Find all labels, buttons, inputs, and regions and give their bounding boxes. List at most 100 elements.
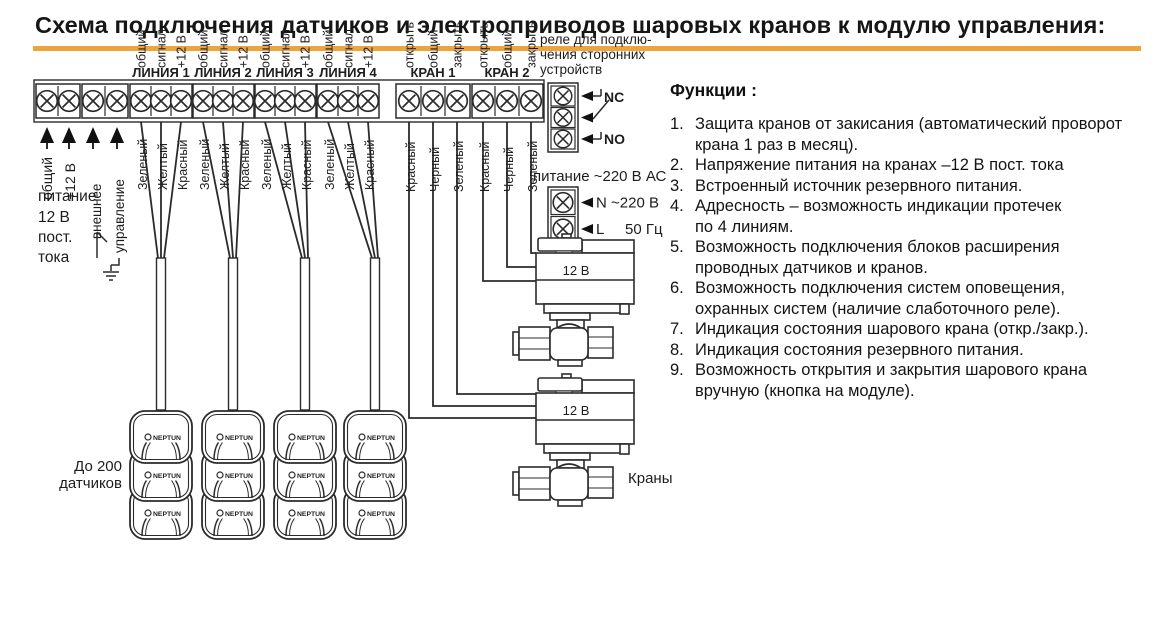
function-item: 4.Адресность – возможность индикации про… <box>670 196 1162 237</box>
group-label-line2: ЛИНИЯ 2 <box>194 65 251 80</box>
wire-label: Желтый <box>280 143 294 190</box>
left-label-common: общий <box>39 157 55 200</box>
kran-wires <box>408 122 536 419</box>
terminal-label: сигнал <box>279 29 293 68</box>
function-item: 9. Возможность открытия и закрытия шарово… <box>670 360 1162 401</box>
terminal-label: сигнал <box>217 29 231 68</box>
sensor-count-line2: датчиков <box>59 475 122 492</box>
terminal-label: +12 В <box>299 35 313 68</box>
function-item: 7. Индикация состояния шарового крана (от… <box>670 319 1162 340</box>
wire-label: Зеленый <box>260 139 274 190</box>
title-underline <box>33 46 1141 51</box>
mains-block: питание ~220 В АС N ~220 В L 50 Гц <box>533 168 667 244</box>
switch-symbol <box>96 231 120 281</box>
mains-caption: питание ~220 В АС <box>533 168 667 185</box>
sensor-logo: NEPTUN <box>367 511 395 518</box>
terminal-label: общий <box>259 30 273 68</box>
terminal-label: сигнал <box>155 29 169 68</box>
terminal-label: общий <box>135 30 149 68</box>
sensor-stack-3: NEPTUN NEPTUN NEPTUN <box>273 410 337 540</box>
terminal-label: +12 В <box>175 35 189 68</box>
mains-l-label: L <box>596 221 604 238</box>
mains-hz-label: 50 Гц <box>625 221 663 238</box>
sensor-logo: NEPTUN <box>367 435 395 442</box>
sensor-logo: NEPTUN <box>225 511 253 518</box>
function-item: 2.Напряжение питания на кранах –12 В пос… <box>670 155 1162 176</box>
page-title: Схема подключения датчиков и электроприв… <box>35 12 1106 38</box>
sensor-logo: NEPTUN <box>297 435 325 442</box>
wire-label: Желтый <box>218 143 232 190</box>
valve-voltage-label: 12 В <box>563 263 590 278</box>
sensor-logo: NEPTUN <box>225 473 253 480</box>
function-item-number: 5. <box>670 238 684 256</box>
function-item-text: Защита кранов от закисания (автоматическ… <box>695 115 1123 154</box>
wire-color-labels: Зеленый Желтый Красный Зеленый Желтый Кр… <box>136 139 540 192</box>
group-label-kran1: КРАН 1 <box>410 65 455 80</box>
sensor-logo: NEPTUN <box>367 473 395 480</box>
terminal-label: открыть <box>403 22 417 68</box>
relay-contacts: NC NO <box>581 89 625 147</box>
function-item-number: 6. <box>670 279 684 297</box>
power-input-12v: общий +12 В питание 12 В пост. тока <box>38 127 124 266</box>
sensor-logo: NEPTUN <box>153 473 181 480</box>
function-item-number: 9. <box>670 361 684 379</box>
left-label-12v: +12 В <box>62 163 78 200</box>
wire-label: Зеленый <box>323 139 337 190</box>
sensor-logo: NEPTUN <box>297 473 325 480</box>
wire-label: Красный <box>478 142 492 192</box>
external-label-2: управление <box>112 179 127 253</box>
function-item-number: 4. <box>670 197 684 215</box>
sensor-cables <box>155 257 381 411</box>
wire-label: Красный <box>404 142 418 192</box>
group-label-line3: ЛИНИЯ 3 <box>256 65 313 80</box>
relay-no-label: NO <box>604 131 625 147</box>
functions-panel: Функции : 1.Защита кранов от закисания (… <box>670 80 1162 401</box>
function-item-number: 3. <box>670 176 684 195</box>
function-item-number: 8. <box>670 340 684 359</box>
terminal-label: +12 В <box>362 35 376 68</box>
terminal-label: закрыть <box>525 22 539 68</box>
wire-label: Желтый <box>156 143 170 190</box>
function-item: 6. Возможность подключения систем оповеще… <box>670 278 1162 319</box>
group-label-line1: ЛИНИЯ 1 <box>132 65 189 80</box>
sensor-logo: NEPTUN <box>225 435 253 442</box>
function-item-text: Возможность подключения систем оповещени… <box>695 279 1065 318</box>
group-label-kran2: КРАН 2 <box>484 65 529 80</box>
function-item-text: Встроенный источник резервного питания. <box>695 176 1023 195</box>
sensor-stack-4: NEPTUN NEPTUN NEPTUN <box>343 410 407 540</box>
wire-label: Красный <box>300 140 314 190</box>
terminal-label: сигнал <box>342 29 356 68</box>
function-item: 8. Индикация состояния резервного питания… <box>670 340 1162 361</box>
function-item: 5.Возможность подключения блоков расшире… <box>670 237 1162 278</box>
line-sensor-wires <box>140 121 379 259</box>
wire-label: Черный <box>428 147 442 192</box>
function-item-text: Индикация состояния резервного питания. <box>695 340 1024 359</box>
external-label-1: внешнее <box>89 184 104 239</box>
wiring-diagram: ЛИНИЯ 1 ЛИНИЯ 2 ЛИНИЯ 3 ЛИНИЯ 4 КРАН 1 К… <box>33 22 676 540</box>
sensor-count-line1: До 200 <box>74 458 122 475</box>
external-control: внешнее управление <box>89 179 127 281</box>
function-item: 3. Встроенный источник резервного питания… <box>670 176 1162 197</box>
wire-label: Красный <box>238 140 252 190</box>
wire-label: Желтый <box>343 143 357 190</box>
function-item-number: 1. <box>670 115 684 133</box>
terminal-label: закрыть <box>451 22 465 68</box>
function-item-text: Возможность открытия и закрытия шарового… <box>695 361 1088 400</box>
terminal-label: общий <box>197 30 211 68</box>
terminal-label: +12 В <box>237 35 251 68</box>
wire-label: Зеленый <box>136 139 150 190</box>
wire-label: Черный <box>502 147 516 192</box>
mains-n-label: N ~220 В <box>596 195 659 212</box>
wire-label: Зеленый <box>526 141 540 192</box>
terminal-label: открыть <box>477 22 491 68</box>
valve-assembly-upper: 12 В <box>512 233 635 367</box>
sensor-logo: NEPTUN <box>153 511 181 518</box>
terminal-label: общий <box>501 30 515 68</box>
function-item-number: 7. <box>670 320 684 338</box>
function-item-text: Напряжение питания на кранах –12 В пост.… <box>695 156 1064 174</box>
sensor-stack-2: NEPTUN NEPTUN NEPTUN <box>201 410 265 540</box>
supply-line: пост. <box>38 229 72 246</box>
relay-caption: реле для подклю- <box>540 32 651 47</box>
function-item-text: Индикация состояния шарового крана (откр… <box>695 320 1089 338</box>
functions-list: 1. Защита кранов от закисания (автоматиче… <box>670 114 1162 401</box>
